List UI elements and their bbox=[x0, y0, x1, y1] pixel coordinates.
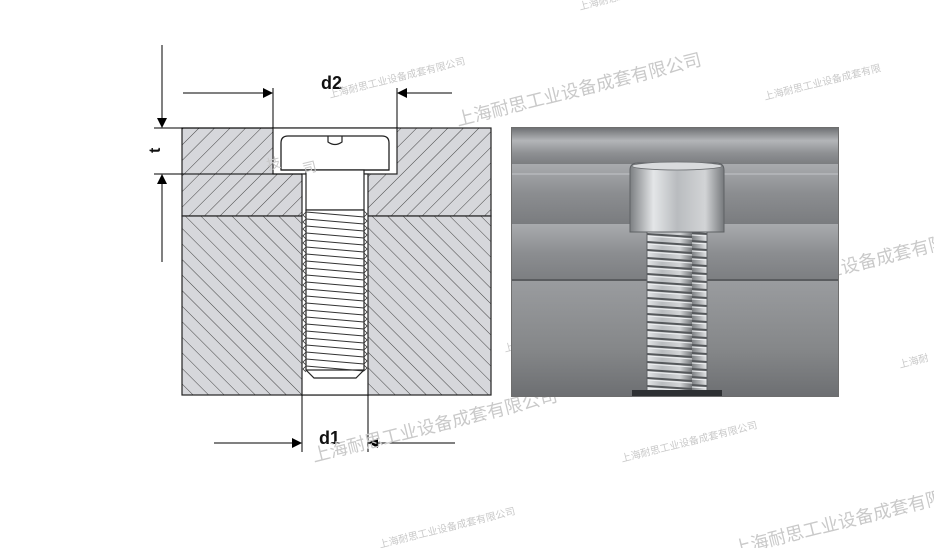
watermark-text: 上海耐思工业设备成套有限 bbox=[578, 0, 698, 13]
label-d2: d2 bbox=[321, 73, 342, 93]
screw-photo bbox=[511, 127, 839, 397]
watermark-text: 上海耐思工业设备成套有限公司 bbox=[310, 386, 560, 467]
watermark-text: 上海耐思工业设备成套有限 bbox=[763, 61, 883, 103]
screw-head bbox=[280, 135, 390, 171]
watermark-text: 司 bbox=[301, 159, 318, 178]
screw-socket bbox=[327, 136, 343, 146]
watermark-text: 技 bbox=[265, 155, 282, 174]
watermark-text: 上海耐思工业设备成套有限公司 bbox=[454, 50, 704, 131]
screw-shank bbox=[305, 169, 365, 211]
screw-threads bbox=[302, 209, 368, 373]
watermark-text: 上海耐 bbox=[898, 351, 930, 371]
dimension-t: t bbox=[147, 45, 302, 262]
watermark-text: 上海耐思工业设备成套有限公司 bbox=[378, 504, 517, 548]
screw bbox=[280, 135, 390, 379]
watermark-text: 上海耐思工业设备成套有限公司 bbox=[620, 418, 759, 464]
dimension-d1: d1 bbox=[214, 395, 455, 452]
label-t: t bbox=[147, 147, 164, 153]
watermark-text: 上海耐思工业设备成套有限 bbox=[731, 487, 934, 548]
dimension-d2: d2 bbox=[183, 73, 452, 128]
label-d1: d1 bbox=[319, 428, 340, 448]
